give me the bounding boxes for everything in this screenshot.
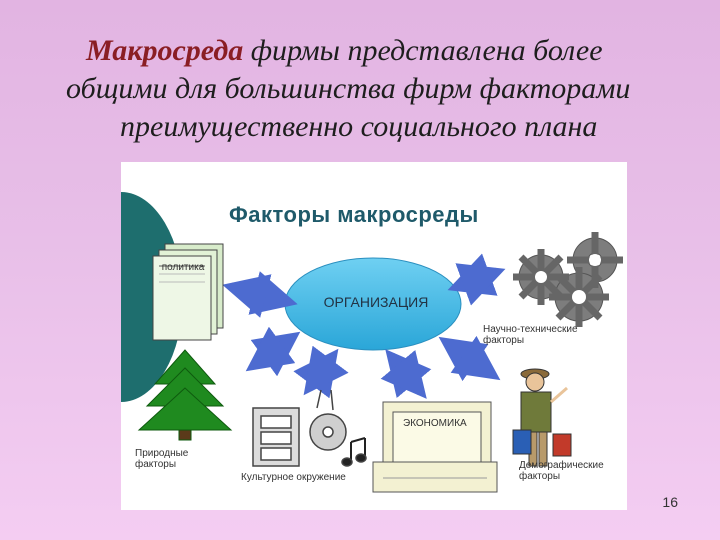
macro-environment-diagram: Факторы макросреды ОРГАНИЗАЦИЯ политика … <box>121 162 627 510</box>
label-economy: ЭКОНОМИКА <box>403 418 467 429</box>
arrow-culture <box>293 345 349 399</box>
computer-icon <box>372 401 498 493</box>
title-line1: фирмы представлена более <box>243 34 603 67</box>
label-politics: политика <box>161 262 205 273</box>
arrow-demography <box>438 335 501 382</box>
arrow-economy <box>380 349 432 399</box>
film-music-icon <box>252 389 367 467</box>
title-line2: общими для большинства фирм факторами <box>66 72 631 105</box>
diagram-heading: Факторы макросреды <box>229 202 479 227</box>
gear-icon <box>513 232 623 327</box>
label-culture: Культурное окружение <box>241 472 346 483</box>
label-demography: Демографические факторы <box>519 460 604 482</box>
slide-title: Макросреда фирмы представлена более общи… <box>40 32 700 146</box>
arrow-politics <box>222 271 298 318</box>
page-number: 16 <box>662 494 678 510</box>
label-nature: Природные факторы <box>135 448 189 470</box>
document-stack-icon <box>152 243 224 341</box>
traveler-icon <box>512 368 572 467</box>
title-line3: преимущественно социального плана <box>120 110 598 143</box>
arrow-science <box>447 253 506 306</box>
label-science: Научно-технические факторы <box>483 324 578 346</box>
title-emphasis: Макросреда <box>86 34 244 67</box>
diagram-graphics <box>121 192 623 493</box>
arrow-nature <box>245 326 301 377</box>
organization-label: ОРГАНИЗАЦИЯ <box>323 294 429 310</box>
tree-icon <box>137 349 233 441</box>
